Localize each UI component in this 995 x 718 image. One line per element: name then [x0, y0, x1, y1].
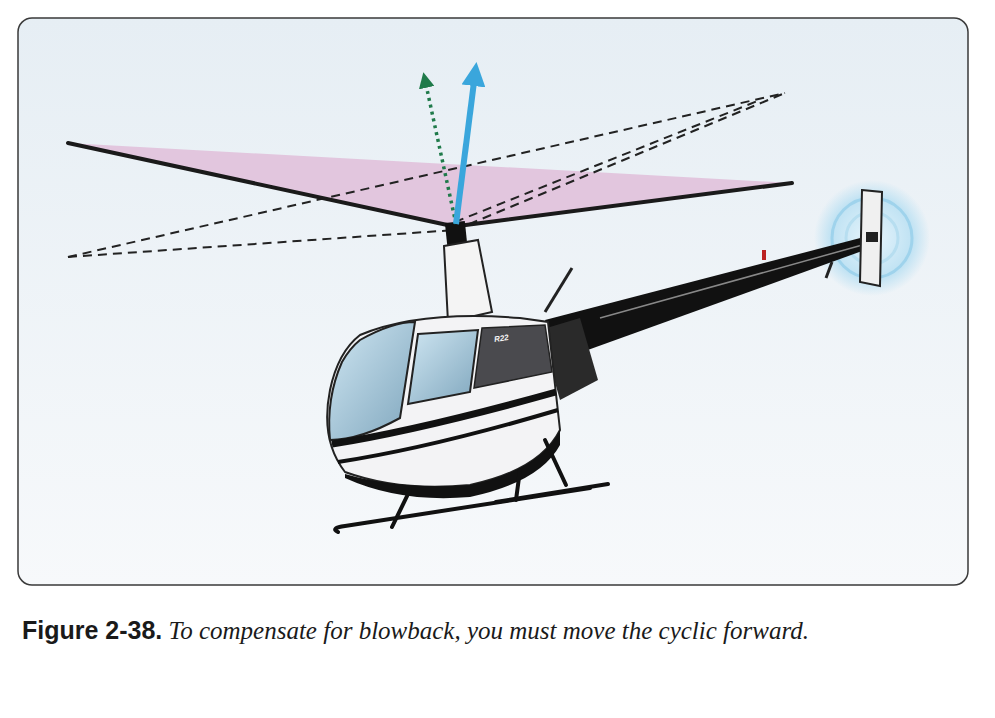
- caption-text: To compensate for blowback, you must mov…: [169, 617, 809, 644]
- figure-caption: Figure 2-38. To compensate for blowback,…: [22, 612, 977, 649]
- figure-number: Figure 2-38.: [22, 616, 162, 644]
